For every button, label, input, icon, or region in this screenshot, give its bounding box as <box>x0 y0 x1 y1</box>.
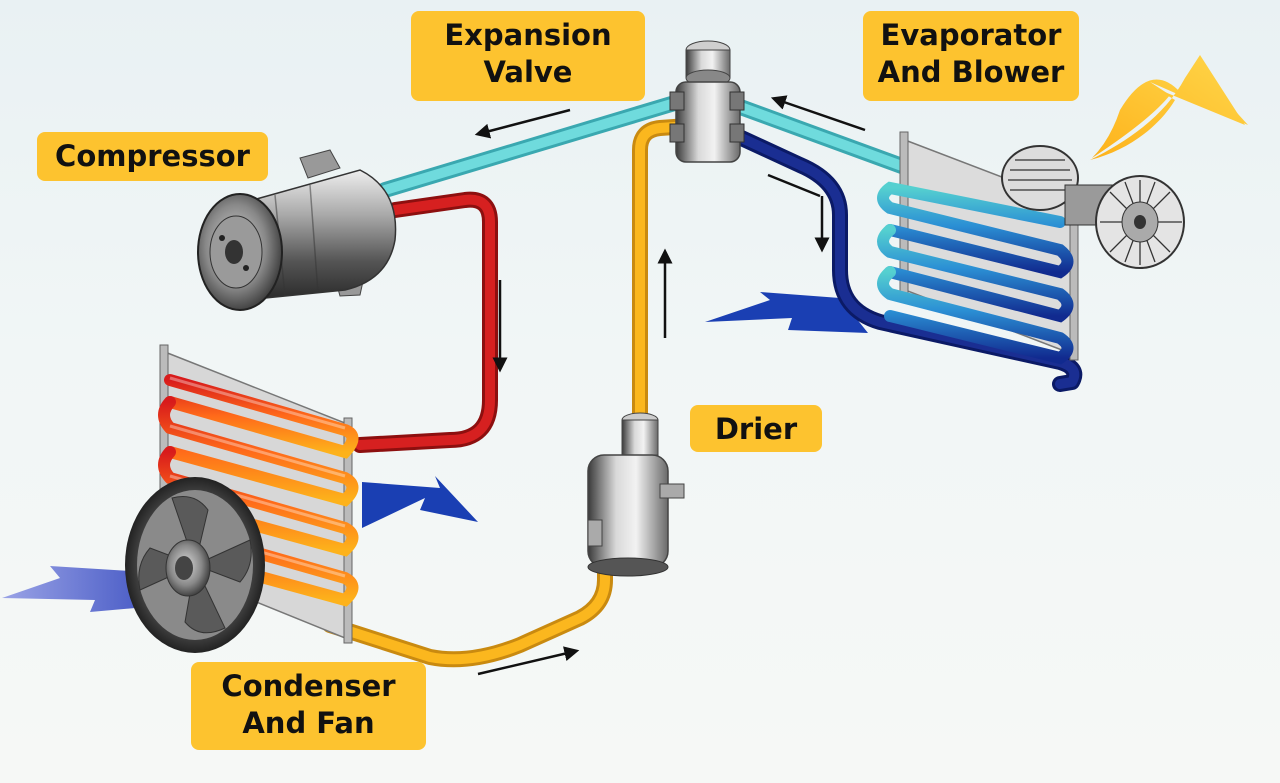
label-evaporator-line1: Evaporator <box>880 18 1062 52</box>
hot-air-out-arrow-body <box>1090 55 1245 160</box>
flow-arrow-to-drier <box>477 646 580 676</box>
condenser-air-out-arrow <box>362 476 478 528</box>
drier <box>587 412 685 577</box>
expansion-valve-body <box>669 40 745 163</box>
label-drier: Drier <box>690 405 822 452</box>
condenser-fan <box>125 477 265 653</box>
label-compressor: Compressor <box>37 132 268 181</box>
blower <box>1001 145 1185 269</box>
label-evaporator-line2: And Blower <box>877 55 1065 89</box>
refrigerant-lines <box>322 94 1083 668</box>
label-expansion-valve-line2: Valve <box>483 55 573 89</box>
compressor <box>197 149 397 311</box>
flow-direction-arrows <box>474 95 866 676</box>
flow-arrow-to-compressor <box>474 108 571 139</box>
label-condenser-and-fan: Condenser And Fan <box>191 662 426 750</box>
label-condenser-line2: And Fan <box>242 706 375 740</box>
evaporator-air-in-arrow <box>705 292 868 333</box>
label-expansion-valve: Expansion Valve <box>411 11 645 101</box>
label-drier-text: Drier <box>714 412 798 446</box>
label-expansion-valve-line1: Expansion <box>444 18 612 52</box>
flow-arrow-down-cold <box>767 173 821 198</box>
label-condenser-line1: Condenser <box>221 669 396 703</box>
label-evaporator-and-blower: Evaporator And Blower <box>863 11 1079 101</box>
flow-arrow-from-evaporator <box>770 95 866 132</box>
label-compressor-text: Compressor <box>55 139 250 173</box>
